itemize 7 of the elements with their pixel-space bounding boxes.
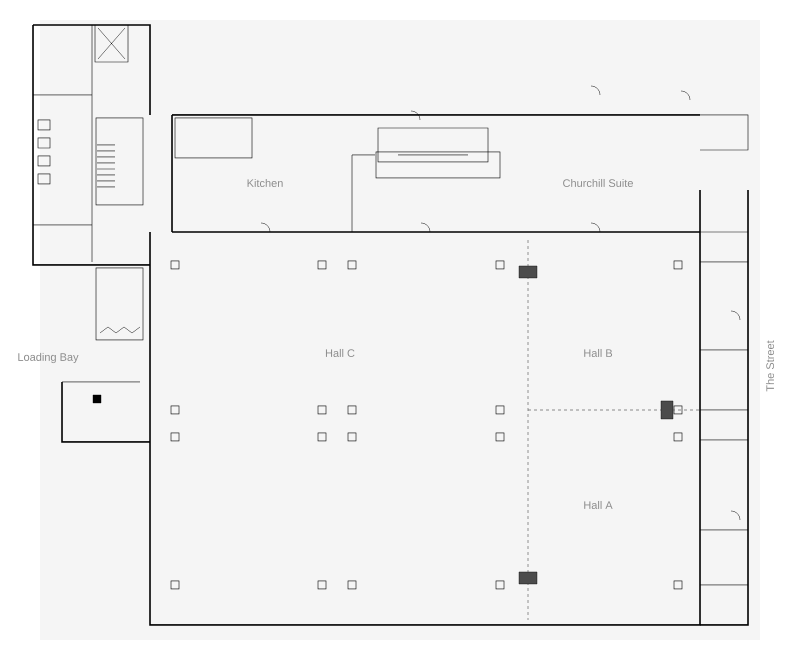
room-label: Hall B [584,348,612,358]
room-label: Loading Bay [18,352,79,364]
room-label: Hall A [584,500,613,510]
room-label: Hall C [326,348,355,358]
room-label: Churchill Suite [563,178,633,188]
room-label: The Street [766,340,774,392]
room-label: Kitchen [248,178,283,188]
